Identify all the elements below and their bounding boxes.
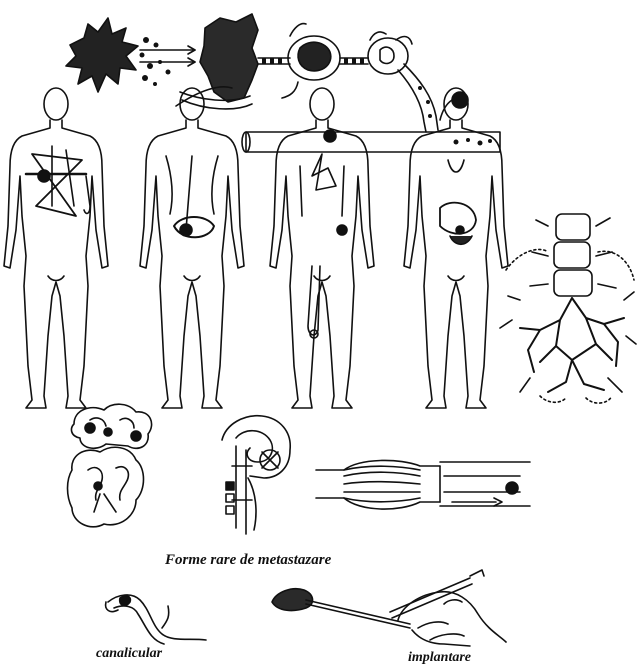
vertebral-metastasis [500,214,636,403]
body-figure-1 [4,88,108,408]
canalicular-caption: canalicular [96,646,162,662]
lymphatic-spread-panel [66,14,500,152]
body-figure-2 [140,88,244,408]
body-figure-4 [404,88,508,408]
implantation-figure [272,570,506,646]
canalicular-figure [106,595,206,644]
implantation-caption: implantare [408,650,471,666]
rare-metastasis-caption: Forme rare de metastazare [165,552,331,569]
muscle-tendon-figure [316,460,530,509]
body-figure-3 [270,88,374,408]
thoracic-duct [246,132,500,152]
brain-sections-figure [68,404,152,527]
regional-lymph-node [368,38,408,74]
primary-tumor [66,18,138,92]
spinal-cord-figure [222,416,290,534]
